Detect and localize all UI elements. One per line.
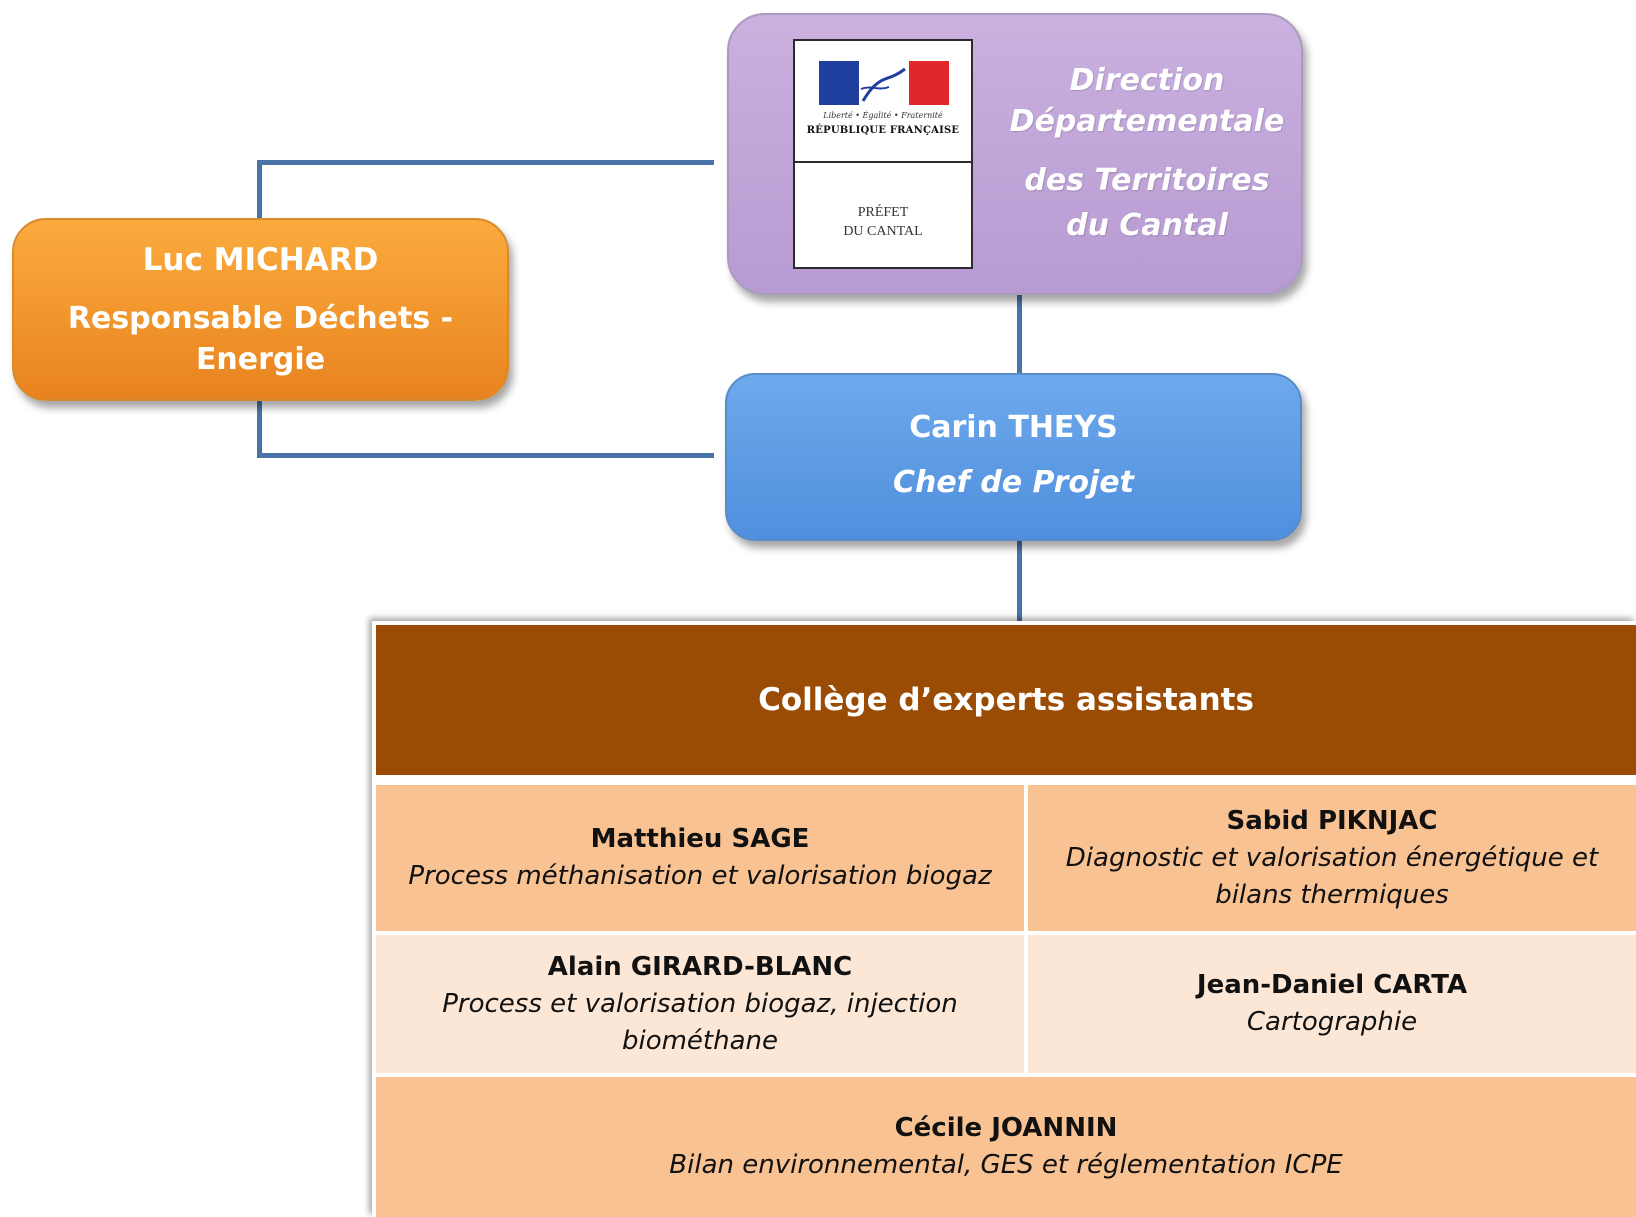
connector-ddt-carin (1017, 295, 1022, 373)
expert-cell: Cécile JOANNIN Bilan environnemental, GE… (376, 1077, 1636, 1217)
expert-name: Sabid PIKNJAC (1226, 805, 1438, 836)
logo-marianne-block: Liberté • Égalité • Fraternité RÉPUBLIQU… (795, 41, 971, 163)
connector-luc-carin-vertical (257, 400, 262, 458)
logo-prefet: PRÉFET DU CANTAL (843, 205, 923, 239)
expert-cell: Alain GIRARD-BLANC Process et valorisati… (376, 935, 1024, 1073)
carin-name: Carin THEYS (909, 410, 1118, 445)
ddt-title-line-3: des Territoires (1024, 163, 1270, 198)
expert-name: Jean-Daniel CARTA (1196, 970, 1468, 1000)
carin-theys-box: Carin THEYS Chef de Projet (725, 373, 1302, 541)
expert-cell: Matthieu SAGE Process méthanisation et v… (376, 785, 1024, 931)
expert-role: Bilan environnemental, GES et réglementa… (669, 1150, 1343, 1180)
luc-michard-box: Luc MICHARD Responsable Déchets - Energi… (12, 218, 509, 401)
marianne-flag-icon (819, 61, 949, 105)
expert-name: Cécile JOANNIN (894, 1113, 1118, 1143)
expert-name: Alain GIRARD-BLANC (547, 951, 853, 982)
connector-luc-carin-horizontal (257, 453, 714, 458)
luc-role: Responsable Déchets - Energie (67, 301, 454, 377)
logo-republique: RÉPUBLIQUE FRANÇAISE (806, 125, 960, 136)
expert-role: Diagnostic et valorisation énergétique e… (1065, 842, 1599, 910)
expert-cell: Sabid PIKNJAC Diagnostic et valorisation… (1028, 785, 1636, 931)
ddt-title-line-4: du Cantal (1066, 208, 1228, 243)
college-title: Collège d’experts assistants (376, 625, 1636, 775)
ddt-box: Liberté • Égalité • Fraternité RÉPUBLIQU… (727, 13, 1303, 295)
carin-role: Chef de Projet (893, 465, 1134, 500)
expert-name: Matthieu SAGE (590, 824, 810, 854)
ddt-title-line-2: Départementale (1009, 104, 1285, 139)
connector-luc-ddt-horizontal (257, 160, 714, 165)
college-experts-table: Collège d’experts assistants Matthieu SA… (372, 621, 1636, 1217)
connector-carin-college (1017, 541, 1022, 625)
logo-motto: Liberté • Égalité • Fraternité (823, 111, 943, 120)
connector-luc-ddt-vertical (257, 160, 262, 220)
prefet-logo: Liberté • Égalité • Fraternité RÉPUBLIQU… (793, 39, 973, 269)
expert-role: Process et valorisation biogaz, injectio… (442, 988, 958, 1056)
expert-cell: Jean-Daniel CARTA Cartographie (1028, 935, 1636, 1073)
expert-role: Cartographie (1246, 1007, 1418, 1037)
ddt-title-line-1: Direction (1069, 63, 1225, 98)
luc-name: Luc MICHARD (142, 242, 379, 278)
expert-role: Process méthanisation et valorisation bi… (408, 861, 992, 891)
